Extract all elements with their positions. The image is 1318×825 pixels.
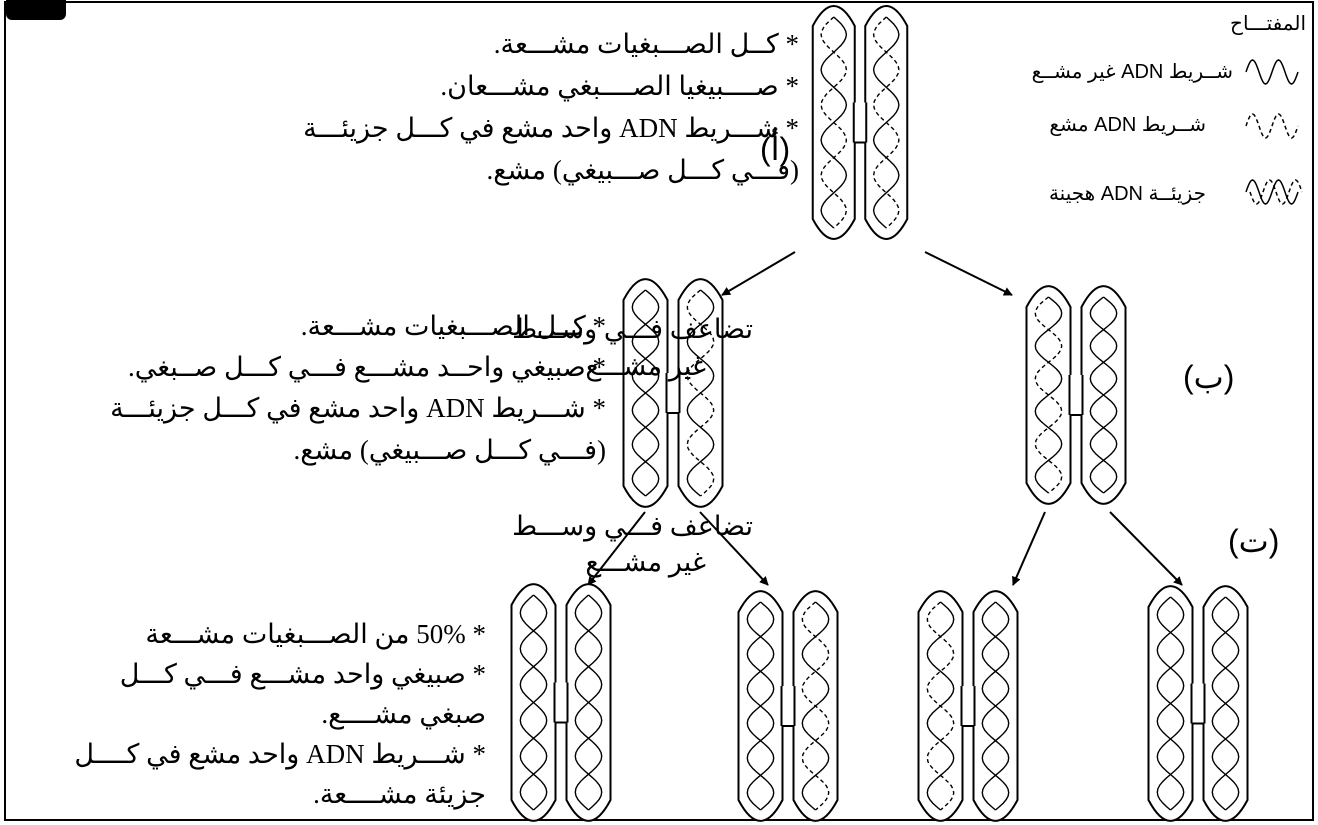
key-title: المفتـــاح <box>1230 13 1306 35</box>
key-label-unlabeled-strand: شــريط ADN غير مشــع <box>1031 61 1233 83</box>
corner-badge <box>6 0 66 20</box>
outer-border <box>4 1 1314 821</box>
arrows <box>587 251 1183 586</box>
hybrid-molecule-dashed-icon <box>1249 179 1303 205</box>
chromosome-b-right-right-chromatid <box>1080 285 1127 505</box>
chromosome-b-left-right-chromatid <box>677 278 724 508</box>
chromosome-t-1-left-chromatid <box>510 583 557 822</box>
arrow-b-left-to-t1 <box>587 511 646 586</box>
stage-t-note-3: صبغي مشــــع. <box>321 699 486 729</box>
replication-note-2-line-1: تضاعف فـــي وســـط <box>512 511 753 541</box>
chromosome-a-right-chromatid <box>864 5 909 240</box>
stage-t-note-5: جزيئة مشــــعة. <box>313 779 486 809</box>
chromosome-t-3-right-chromatid <box>972 590 1019 822</box>
stage-b-note-4: (فـــي كـــل صـــبيغي) مشع. <box>293 435 606 465</box>
stage-b-note-2: * صبيغي واحــد مشـــع فـــي كـــل صــبغي… <box>128 352 606 382</box>
key-label-labeled-strand: شــريط ADN مشع <box>1049 114 1206 136</box>
solid-strand-icon <box>1245 59 1299 85</box>
chromosome-t-3-left-chromatid <box>917 590 964 822</box>
chromosome-t-1-right-chromatid <box>565 583 612 822</box>
stage-t-note-2: * صبيغي واحد مشـــع فـــي كـــل <box>119 659 486 689</box>
stage-b-note-3: * شـــريط ADN واحد مشع في كـــل جزيئـــة <box>110 393 606 423</box>
stage-t-note-1: * 50% من الصـــبغيات مشـــعة <box>145 619 486 649</box>
arrow-a-to-b-right <box>924 251 1013 296</box>
replication-note-1-line-1: تضاعف فـــي وســـط <box>512 314 753 344</box>
hybrid-molecule-solid-icon <box>1245 179 1299 205</box>
stage-a-note-3: * شـــريط ADN واحد مشع في كـــل جزيئـــة <box>303 113 799 143</box>
chromosome-b-left <box>622 278 724 508</box>
chromosome-t-2 <box>737 590 839 822</box>
chromosome-b-right <box>1025 285 1127 505</box>
chromosome-b-right-left-chromatid <box>1025 285 1072 505</box>
chromosome-t-4-left-chromatid <box>1147 585 1194 822</box>
dashed-strand-icon <box>1245 113 1299 139</box>
chromosome-t-1 <box>510 583 612 822</box>
chromosome-a-left-chromatid <box>811 5 856 240</box>
stage-t-note-4: * شـــريط ADN واحد مشع في كــــل <box>74 739 486 769</box>
chromosome-b-left-left-chromatid <box>622 278 669 508</box>
chromosome-t-2-right-chromatid <box>792 590 839 822</box>
stage-b-note-1: * كــل الصـــبغيات مشـــعة. <box>300 311 606 341</box>
arrow-b-right-to-t3 <box>1012 511 1046 586</box>
chromosome-t-4 <box>1147 585 1249 822</box>
stage-t-label: (ت) <box>1228 523 1280 559</box>
key-label-hybrid-molecule: جزيئــة ADN هجينة <box>1048 183 1206 205</box>
stage-a-note-1: * كــل الصـــبغيات مشـــعة. <box>493 29 799 59</box>
chromosome-t-2-left-chromatid <box>737 590 784 822</box>
stage-a-note-4: (فـــي كـــل صـــبيغي) مشع. <box>486 155 799 185</box>
stage-a-note-2: * صــــبيغيا الصــــبغي مشـــعان. <box>440 71 799 101</box>
arrow-b-left-to-t2 <box>699 511 769 586</box>
replication-note-2-line-2: غير مشـــع <box>585 547 706 577</box>
arrow-b-right-to-t4 <box>1109 511 1183 586</box>
arrow-a-to-b-left <box>721 251 796 296</box>
replication-note-1-line-2: غير مشـــع <box>585 351 706 381</box>
chromosome-t-4-right-chromatid <box>1202 585 1249 822</box>
chromosome-a <box>811 5 909 240</box>
chromosome-t-3 <box>917 590 1019 822</box>
stage-b-label: (ب) <box>1183 359 1235 395</box>
stage-a-label: (أ) <box>760 131 791 167</box>
